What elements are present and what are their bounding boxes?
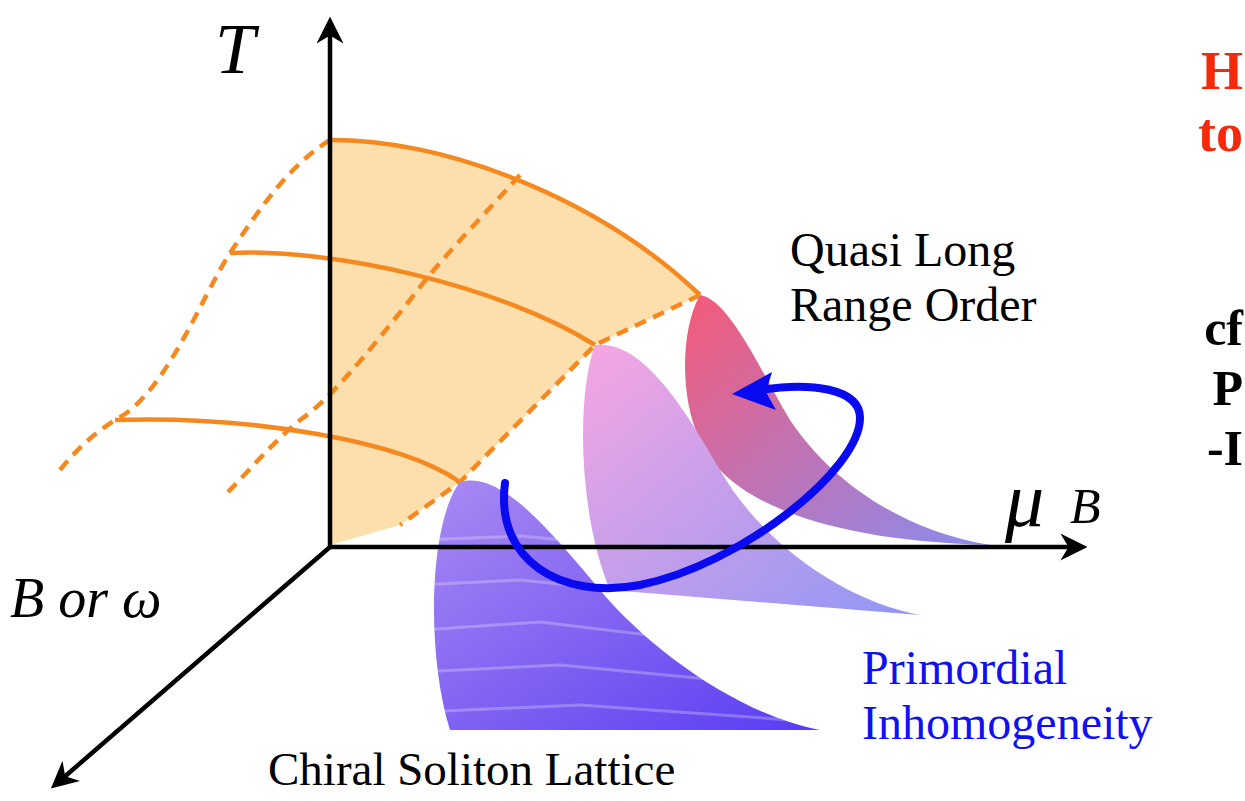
region-label: Quasi Long Range Order xyxy=(790,222,1130,332)
dashed-curve xyxy=(228,175,520,492)
inhomogeneous-region xyxy=(583,345,920,615)
arrow-head xyxy=(732,372,776,410)
axis-label: B or ω xyxy=(10,566,162,630)
transition-curve xyxy=(330,140,700,295)
soliton-stripe xyxy=(420,665,740,682)
region-label: Primordial Inhomogeneity xyxy=(862,640,1192,750)
t-axis xyxy=(328,22,333,547)
chiral-soliton-region xyxy=(434,480,820,730)
side-note: H xyxy=(1201,40,1243,102)
side-note: -I xyxy=(1207,420,1243,478)
axis-subscript: B xyxy=(1070,478,1101,536)
mu-axis xyxy=(328,545,1082,550)
side-note: to xyxy=(1198,102,1243,164)
axis-label: μ xyxy=(1005,455,1044,545)
side-note: cf xyxy=(1204,300,1243,358)
axis-label: T xyxy=(215,8,255,91)
region-label: Chiral Soliton Lattice xyxy=(268,742,675,796)
soliton-stripe xyxy=(420,705,820,722)
circulation-arrow xyxy=(504,387,860,588)
dashed-curve xyxy=(60,140,330,470)
side-note: P xyxy=(1212,360,1243,418)
soliton-stripe xyxy=(420,622,690,640)
